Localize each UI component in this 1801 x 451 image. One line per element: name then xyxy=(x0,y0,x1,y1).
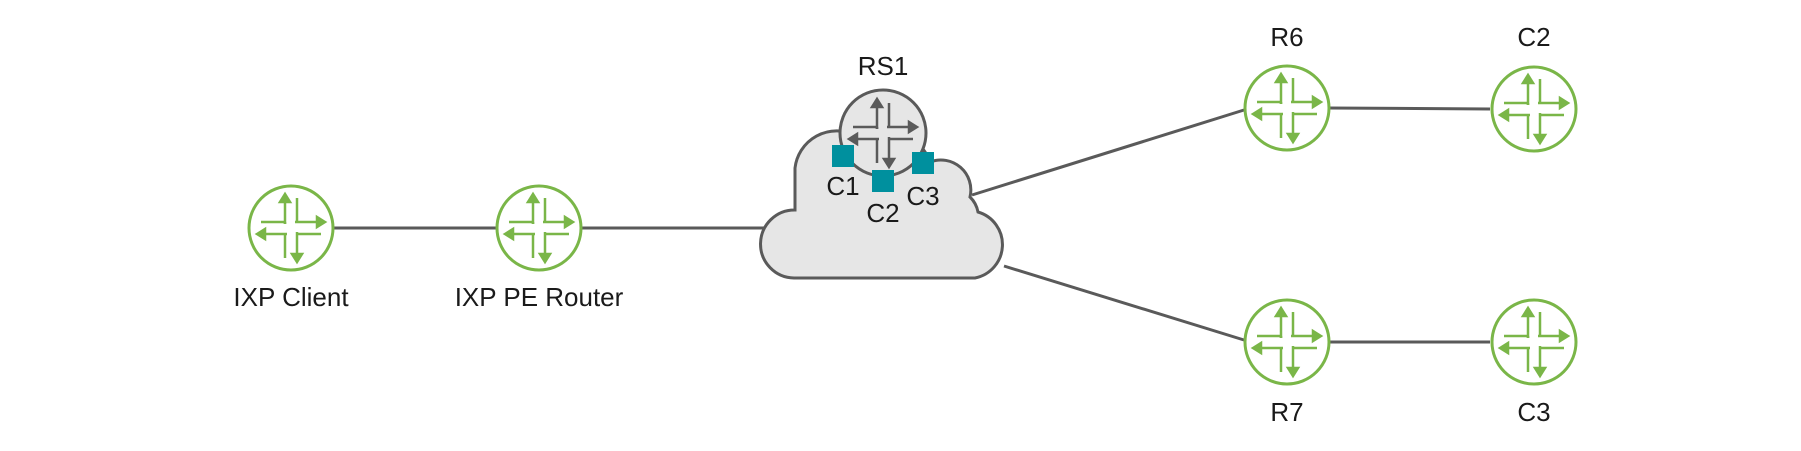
c3-circle xyxy=(1490,298,1578,386)
c2-circle xyxy=(1490,65,1578,153)
r6-node[interactable]: R6 xyxy=(1243,22,1331,152)
ixp-client-circle xyxy=(247,184,335,272)
r7-label: R7 xyxy=(1270,397,1303,427)
r7-circle xyxy=(1243,298,1331,386)
c2-label: C2 xyxy=(1517,22,1550,52)
ixp-client-node[interactable]: IXP Client xyxy=(233,184,349,312)
r6-label: R6 xyxy=(1270,22,1303,52)
link-r6-c2 xyxy=(1327,106,1491,111)
link-cloud-r6 xyxy=(971,108,1245,197)
port-c3[interactable]: C3 xyxy=(906,152,940,211)
port-square xyxy=(912,152,934,174)
port-square xyxy=(832,145,854,167)
ixp-pe-router-node[interactable]: IXP PE Router xyxy=(455,184,624,312)
c2-node[interactable]: C2 xyxy=(1490,22,1578,153)
port-square xyxy=(872,170,894,192)
port-c2-label: C2 xyxy=(866,198,899,228)
r6-circle xyxy=(1243,64,1331,152)
port-c3-label: C3 xyxy=(906,181,939,211)
ixp-pe-router-label: IXP PE Router xyxy=(455,282,624,312)
ixp-client-label: IXP Client xyxy=(233,282,349,312)
port-c1-label: C1 xyxy=(826,171,859,201)
port-c2[interactable]: C2 xyxy=(866,170,900,228)
r7-node[interactable]: R7 xyxy=(1243,298,1331,427)
rs1-label: RS1 xyxy=(858,51,909,81)
link-cloud-r7 xyxy=(1003,264,1245,342)
port-c1[interactable]: C1 xyxy=(826,145,860,201)
c3-label: C3 xyxy=(1517,397,1550,427)
c3-node[interactable]: C3 xyxy=(1490,298,1578,427)
ixp-pe-router-circle xyxy=(495,184,583,272)
